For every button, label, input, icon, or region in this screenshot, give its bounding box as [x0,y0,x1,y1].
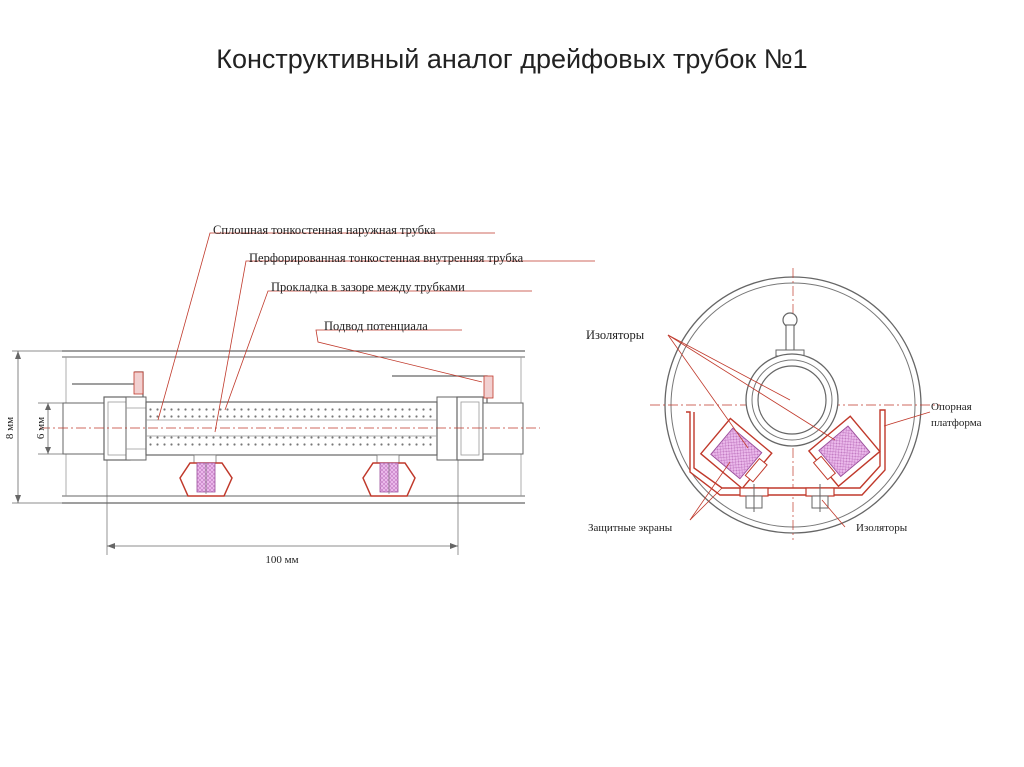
label-potential-feed: Подвод потенциала [324,319,428,333]
outer-tube [62,350,525,504]
right-end-fitting [436,396,524,461]
dimension-inner-diameter-text: 6 мм [35,417,47,439]
dimension-outer-diameter: 8 мм [4,350,62,504]
slide-title: Конструктивный аналог дрейфовых трубок №… [216,44,808,74]
bottom-insulator-right [805,484,835,512]
insulator-support-right [362,454,416,497]
insulator-support-left [179,454,233,497]
cross-insulator-right [807,415,881,488]
perforated-inner-tube [145,401,438,456]
drift-tube-section [745,353,839,447]
dimension-length-text: 100 мм [265,554,298,566]
dimension-outer-diameter-text: 8 мм [4,417,16,439]
cross-insulator-left [699,417,773,490]
side-view: Сплошная тонкостенная наружная трубка Пе… [4,223,595,566]
dimension-inner-diameter: 6 мм [35,402,63,455]
section-leader-lines [667,334,931,528]
label-support-platform-1: Опорная [931,401,972,413]
potential-feed-left [72,371,144,404]
dimension-length: 100 мм [106,460,459,566]
bottom-insulator-left [739,484,769,512]
label-outer-tube: Сплошная тонкостенная наружная трубка [213,223,436,237]
potential-feed-right [392,375,494,404]
label-protective-screens: Защитные экраны [588,522,673,534]
label-inner-tube: Перфорированная тонкостенная внутренняя … [249,251,524,265]
label-insulators-top: Изоляторы [586,328,645,342]
label-insulators-bottom: Изоляторы [856,522,908,534]
potential-feed-stub [775,312,805,357]
label-gasket: Прокладка в зазоре между трубками [271,280,465,294]
label-support-platform-2: платформа [931,417,982,429]
cross-section-view: Изоляторы Опорная платформа Защитные экр… [586,268,982,540]
left-end-fitting [62,396,147,461]
side-leader-lines [157,232,595,433]
